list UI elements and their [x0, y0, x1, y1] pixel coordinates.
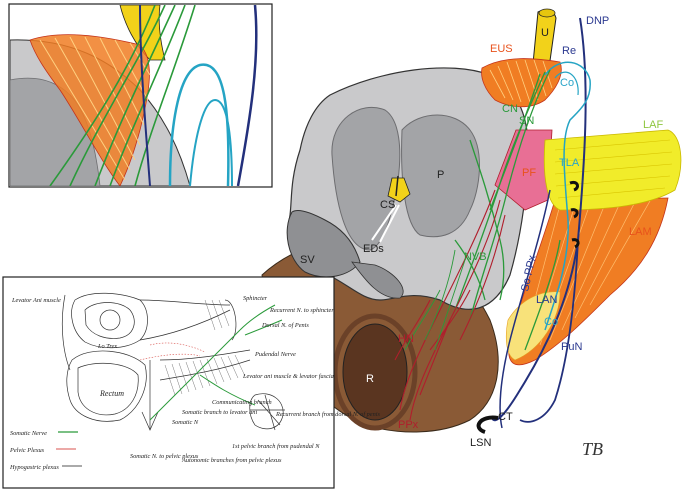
label-re: Re — [562, 45, 576, 57]
label-eds: EDs — [363, 243, 384, 255]
label-lan: LAN — [536, 294, 557, 306]
label-urethra: U — [541, 27, 549, 39]
label-ppx: PPx — [398, 419, 419, 431]
label-nvb: NVB — [464, 251, 487, 263]
sketch-somatic-n2-text: Somatic N. to pelvic plexus — [130, 453, 199, 460]
pudendal-nerve — [519, 239, 579, 423]
label-hn: HN — [398, 333, 414, 345]
label-co-top: Co — [560, 77, 574, 89]
sketch-communicating-text: Communicating branch — [212, 399, 272, 406]
ejaculatory-ducts — [371, 204, 400, 243]
sketch-rectum-text: Rectum — [99, 389, 124, 398]
somatic-pelvic-plexus — [499, 189, 551, 429]
eus-striations — [489, 59, 553, 103]
label-dnp: DNP — [586, 15, 609, 27]
label-pf: PF — [522, 167, 536, 179]
sketch-levator-fascia-text: Levator ani muscle & levator fascia — [242, 373, 334, 380]
external-urethral-sphincter — [481, 58, 562, 108]
cavernous-nerves — [454, 69, 561, 351]
label-cs: CS — [380, 199, 395, 211]
recurrent-nerve — [544, 61, 591, 331]
label-tla: TLA — [559, 157, 580, 169]
dorsal-nerve-penis — [491, 17, 587, 422]
hand-sketch-inset: Levator Ani muscle Rectum Sphincter Recu… — [2, 276, 381, 489]
sketch-pudendal-text: Pudendal Nerve — [254, 351, 296, 358]
legend-pelvic-text: Pelvic Plexus — [9, 447, 45, 454]
label-prostate: P — [437, 169, 444, 181]
prostate-right-lobe — [401, 114, 480, 238]
sketch-levator-text: Levator Ani muscle — [11, 297, 61, 304]
rectum-lumen-ring — [332, 313, 418, 431]
seminal-vesicle — [286, 209, 361, 278]
label-pun: PuN — [561, 341, 582, 353]
label-cn: CN — [502, 103, 518, 115]
levator-lower-yellow — [505, 291, 561, 361]
label-sn: SN — [519, 115, 534, 127]
label-rectum: R — [366, 373, 374, 385]
sketch-ganglia-text: Lo Trex — [97, 343, 117, 350]
sketch-recurrent-branch-text: Recurrent branch from dorsal N. of penis — [275, 411, 381, 418]
label-laf: LAF — [643, 119, 663, 131]
label-ct: CT — [498, 411, 513, 423]
rectum-lumen — [342, 323, 408, 421]
sketch-autonomic-text: Autonomic branches from pelvic plexus — [181, 457, 282, 464]
tla-hook-2 — [570, 208, 579, 219]
label-eus: EUS — [490, 43, 513, 55]
label-lam: LAM — [629, 226, 652, 238]
urethra-tip — [538, 8, 556, 18]
ct-hook — [476, 415, 499, 434]
sketch-pelvic-branch-text: 1st pelvic branch from pudendal N — [232, 443, 320, 450]
sketch-dorsal-text: Dorsal N. of Penis — [261, 322, 309, 329]
seminal-vesicle-fold — [351, 261, 404, 299]
communicating-nerve — [554, 71, 579, 96]
tla-hook-3 — [571, 238, 580, 249]
magnified-inset — [8, 3, 273, 188]
sketch-somatic-branch-text: Somatic branch to levator ani — [182, 409, 257, 416]
colliculus-seminalis — [387, 177, 411, 203]
sketch-somatic-n-text: Somatic N — [172, 419, 199, 426]
label-lsn: LSN — [470, 437, 491, 449]
label-co-bottom: Co — [544, 316, 558, 328]
sketch-sphincter-text: Sphincter — [243, 295, 268, 302]
sketch-recurrent-text: Recurrent N. to sphincter — [269, 307, 334, 314]
label-sv: SV — [300, 254, 315, 266]
neurovascular-bundle-vessels — [394, 189, 506, 421]
prostatic-fascia — [494, 129, 553, 211]
legend-somatic-text: Somatic Nerve — [10, 430, 47, 437]
nvb-green-mesh — [404, 249, 466, 351]
artist-signature: TB — [582, 439, 603, 459]
legend-hypo-text: Hypogastric plexus — [9, 464, 59, 471]
urethra-in-prostate — [395, 175, 399, 197]
fascia-lines — [554, 139, 673, 199]
tla-hook-1 — [569, 180, 579, 192]
